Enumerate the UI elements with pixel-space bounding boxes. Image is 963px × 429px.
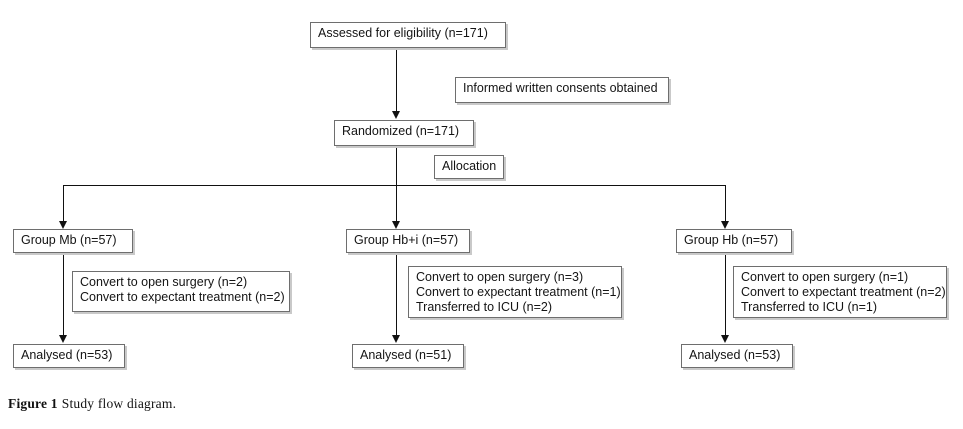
node-analysed-hb-label: Analysed (n=53) (689, 348, 781, 362)
exclusion-hbi-line-2: Convert to expectant treatment (n=1) (416, 285, 621, 299)
node-exclusions-hb: Convert to open surgery (n=1) Convert to… (733, 266, 947, 318)
exclusion-hb-line-1: Convert to open surgery (n=1) (741, 270, 909, 284)
node-exclusions-mb: Convert to open surgery (n=2) Convert to… (72, 271, 290, 312)
figure-caption-text: Study flow diagram. (61, 396, 177, 411)
exclusion-hbi-line-1: Convert to open surgery (n=3) (416, 270, 584, 284)
connector-group-hb-to-analysed (725, 253, 726, 336)
node-analysed-mb: Analysed (n=53) (13, 344, 125, 368)
connector-group-mb-to-analysed (63, 253, 64, 336)
exclusion-hb-line-3: Transferred to ICU (n=1) (741, 300, 878, 314)
exclusion-hbi-line-3: Transferred to ICU (n=2) (416, 300, 553, 314)
arrowhead-split-to-group-hbi (392, 221, 400, 229)
node-informed-consent: Informed written consents obtained (455, 77, 669, 103)
connector-split-to-group-mb (63, 185, 64, 222)
node-analysed-hbi-label: Analysed (n=51) (360, 348, 452, 362)
figure-label: Figure 1 (8, 396, 58, 411)
arrowhead-split-to-group-hb (721, 221, 729, 229)
connector-assessed-to-randomized (396, 48, 397, 112)
connector-split-to-group-hbi (396, 185, 397, 222)
arrowhead-group-hbi-to-analysed (392, 335, 400, 343)
node-group-hbi-label: Group Hb+i (n=57) (354, 233, 459, 247)
node-assessed-label: Assessed for eligibility (n=171) (318, 26, 488, 40)
node-group-mb-label: Group Mb (n=57) (21, 233, 117, 247)
node-exclusions-hbi: Convert to open surgery (n=3) Convert to… (408, 266, 622, 318)
node-analysed-hbi: Analysed (n=51) (352, 344, 464, 368)
arrowhead-group-hb-to-analysed (721, 335, 729, 343)
node-analysed-hb: Analysed (n=53) (681, 344, 793, 368)
exclusion-mb-line-2: Convert to expectant treatment (n=2) (80, 290, 285, 304)
node-informed-consent-label: Informed written consents obtained (463, 81, 658, 95)
connector-randomized-to-split (396, 146, 397, 185)
node-analysed-mb-label: Analysed (n=53) (21, 348, 113, 362)
arrowhead-assessed-to-randomized (392, 111, 400, 119)
connector-allocation-split-bar (63, 185, 726, 186)
node-allocation-label: Allocation (442, 159, 497, 173)
connector-group-hbi-to-analysed (396, 253, 397, 336)
node-group-hbi: Group Hb+i (n=57) (346, 229, 470, 253)
node-allocation: Allocation (434, 155, 504, 179)
node-assessed-for-eligibility: Assessed for eligibility (n=171) (310, 22, 506, 48)
node-group-hb-label: Group Hb (n=57) (684, 233, 779, 247)
node-group-mb: Group Mb (n=57) (13, 229, 133, 253)
node-randomized: Randomized (n=171) (334, 120, 474, 146)
arrowhead-group-mb-to-analysed (59, 335, 67, 343)
node-randomized-label: Randomized (n=171) (342, 124, 460, 138)
exclusion-mb-line-1: Convert to open surgery (n=2) (80, 275, 248, 289)
connector-split-to-group-hb (725, 185, 726, 222)
node-group-hb: Group Hb (n=57) (676, 229, 792, 253)
arrowhead-split-to-group-mb (59, 221, 67, 229)
exclusion-hb-line-2: Convert to expectant treatment (n=2) (741, 285, 946, 299)
